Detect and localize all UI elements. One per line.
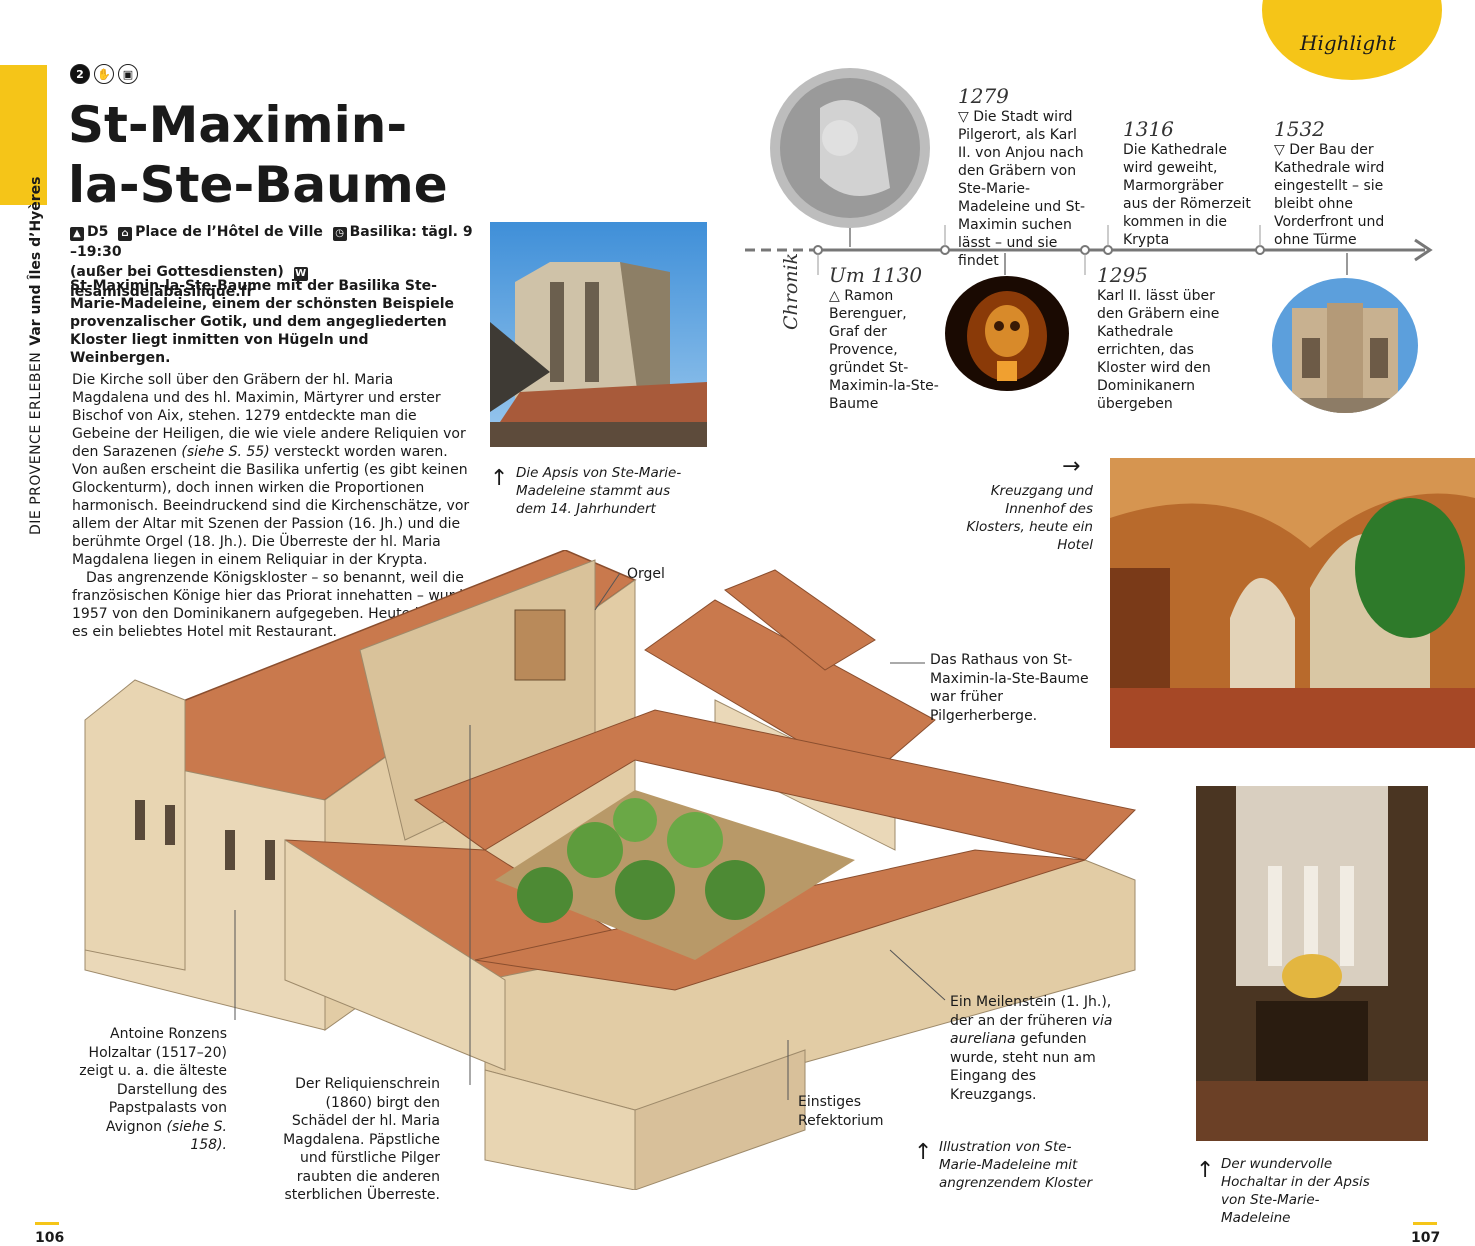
highlight-label: Highlight	[1300, 31, 1397, 55]
triangle-down-icon: ▽	[1274, 142, 1290, 158]
timeline-entry-1295: 1295 Karl II. lässt über den Gräbern ein…	[1097, 263, 1232, 413]
body-p2-line1: Das angrenzende Königskloster – so benan…	[86, 570, 464, 586]
cloister-caption: Kreuzgang und Innenhof des Klosters, heu…	[966, 483, 1093, 553]
monastery-illustration	[84, 550, 1137, 1190]
address-icon: ⌂	[118, 227, 133, 241]
altar-photo	[1196, 786, 1428, 1141]
arrow-right-icon: →	[1062, 454, 1081, 479]
page-marker-left	[35, 1222, 59, 1225]
arrow-up-icon: ↑	[1196, 1158, 1215, 1183]
page-title: St-Maximin- la-Ste-Baume	[68, 95, 448, 215]
timeline-year: Um 1130	[829, 263, 923, 287]
timeline-year: 1295	[1097, 263, 1148, 287]
illustration-caption: Illustration von Ste-Marie-Madeleine mit…	[939, 1139, 1093, 1191]
timeline-axis	[745, 225, 1433, 275]
hours-note: (außer bei Gottesdiensten)	[70, 264, 284, 280]
clock-icon: ◷	[332, 227, 347, 241]
label-ronzens: Antoine Ronzens Holzaltar (1517–20) zeig…	[75, 1025, 227, 1155]
meilenstein-via: via aureliana	[950, 1012, 1113, 1048]
meilenstein-a: Ein Meilenstein (1. Jh.), der an der frü…	[950, 994, 1112, 1029]
website-link[interactable]: lesamisdelabasilique.fr	[70, 284, 254, 300]
map-grid: D5	[87, 224, 109, 240]
map-grid-icon: ▲	[70, 227, 84, 241]
timeline-desc: Der Bau der Kathedrale wird eingestellt …	[1274, 142, 1385, 248]
body-p1-a: Die Kirche soll über den Gräbern der hl.…	[72, 372, 466, 460]
label-rathaus: Das Rathaus von St-Maximin-la-Ste-Baume …	[930, 652, 1089, 724]
cloister-photo	[1110, 458, 1475, 748]
body-text: Die Kirche soll über den Gräbern der hl.…	[72, 371, 472, 641]
sight-number-badge: 2	[70, 64, 90, 84]
timeline-desc: Die Stadt wird Pilgerort, als Karl II. v…	[958, 109, 1085, 269]
altar-caption: Der wundervolle Hochaltar in der Apsis v…	[1221, 1156, 1370, 1226]
label-meilenstein: Ein Meilenstein (1. Jh.), der an der frü…	[950, 993, 1122, 1104]
title-line-2: la-Ste-Baume	[68, 156, 448, 214]
section-label: DIE PROVENCE ERLEBEN	[28, 351, 44, 535]
timeline-text: ▽ Die Stadt wird Pilgerort, als Karl II.…	[958, 108, 1093, 270]
intro-text: St-Maximin-la-Ste-Baume mit der Basilika…	[70, 278, 454, 366]
section-color-tab	[0, 65, 47, 205]
page-marker-right	[1413, 1222, 1437, 1225]
page-number-right: 107	[1411, 1230, 1441, 1246]
timeline-text: △ Ramon Berenguer, Graf der Provence, gr…	[829, 287, 939, 413]
title-line-1: St-Maximin-	[68, 96, 408, 154]
apsis-caption: Die Apsis von Ste-Marie-Madeleine stammt…	[516, 465, 682, 517]
section-running-head: DIE PROVENCE ERLEBEN Var und Îles d’Hyère…	[28, 176, 44, 535]
hand-icon: ✋	[94, 64, 114, 84]
meilenstein-b: gefunden wurde, steht nun am Eingang des…	[950, 1031, 1096, 1103]
page-reference: (siehe S. 158).	[166, 1118, 227, 1154]
label-orgel: Orgel	[627, 566, 665, 582]
arrow-up-icon: ↑	[914, 1140, 933, 1165]
info-block: ▲D5 ⌂Place de l’Hôtel de Ville ◷Basilika…	[70, 222, 480, 302]
address: Place de l’Hôtel de Ville	[135, 224, 323, 240]
apsis-photo	[490, 222, 707, 447]
region-label: Var und Îles d’Hyères	[28, 176, 44, 346]
timeline-desc: Ramon Berenguer, Graf der Provence, grün…	[829, 288, 939, 412]
body-p2-line2: französischen Könige hier das Priorat in…	[72, 588, 472, 604]
header-icons: 2 ✋ ▣	[70, 64, 138, 84]
ronzens-text: Antoine Ronzens Holzaltar (1517–20) zeig…	[79, 1026, 227, 1135]
timeline-entry-1130: Um 1130 △ Ramon Berenguer, Graf der Prov…	[829, 263, 939, 413]
timeline-year: 1532	[1274, 117, 1325, 141]
timeline-entry-1279: 1279 ▽ Die Stadt wird Pilgerort, als Kar…	[958, 84, 1093, 270]
label-reliquien: Der Reliquienschrein (1860) birgt den Sc…	[283, 1076, 440, 1203]
timeline-desc: Die Kathedrale wird geweiht, Marmorgräbe…	[1123, 142, 1251, 248]
timeline-desc: Karl II. lässt über den Gräbern eine Kat…	[1097, 288, 1220, 412]
triangle-down-icon: ▽	[958, 109, 974, 125]
timeline-text: ▽ Der Bau der Kathedrale wird eingestell…	[1274, 141, 1402, 249]
timeline-entry-1532: 1532 ▽ Der Bau der Kathedrale wird einge…	[1274, 117, 1402, 249]
page-number-left: 106	[35, 1230, 65, 1246]
label-refektorium: Einstiges Refektorium	[798, 1094, 884, 1129]
coin-photo	[770, 68, 930, 228]
web-icon: W	[293, 267, 308, 281]
arrow-up-icon: ↑	[490, 466, 509, 491]
reliquary-photo	[945, 276, 1069, 391]
triangle-up-icon: △	[829, 288, 845, 304]
shopping-icon: ▣	[118, 64, 138, 84]
body-p1-b: versteckt worden waren. Von außen ersche…	[72, 444, 470, 568]
church-facade-photo	[1272, 278, 1418, 413]
page-reference: (siehe S. 55)	[181, 444, 270, 460]
body-p2-line4: es ein beliebtes Hotel mit Restaurant.	[72, 624, 337, 640]
timeline-year: 1316	[1123, 117, 1174, 141]
timeline-year: 1279	[958, 84, 1009, 108]
timeline-label: Chronik	[780, 252, 802, 330]
body-p2-line3: 1957 von den Dominikanern aufgegeben. He…	[72, 606, 432, 622]
opening-hours: Basilika: tägl. 9 –19:30	[70, 224, 473, 260]
timeline-entry-1316: 1316 Die Kathedrale wird geweiht, Marmor…	[1123, 117, 1251, 249]
